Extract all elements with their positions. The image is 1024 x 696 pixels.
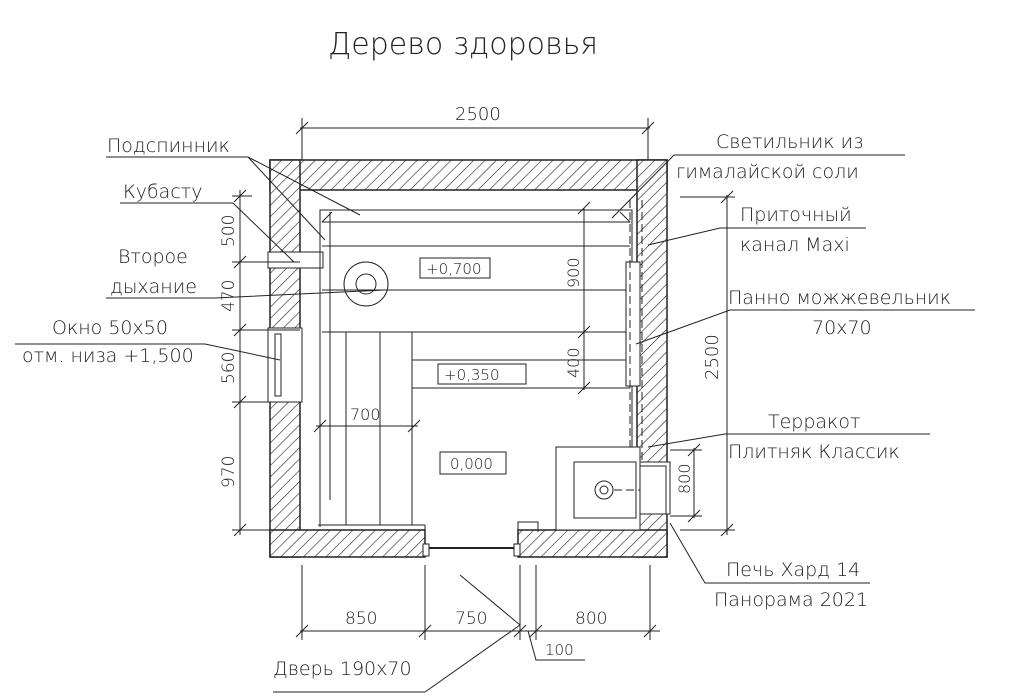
label-okno-2: отм. низа +1,500 bbox=[22, 345, 194, 367]
level-0350: +0,350 bbox=[444, 366, 500, 384]
callout-labels: Подспинник Кубасту Второе дыхание Окно 5… bbox=[22, 131, 951, 680]
second-breath-vent bbox=[343, 261, 389, 307]
label-vtoroe-dyhanie-2: дыхание bbox=[110, 276, 197, 298]
label-pech-2: Панорама 2021 bbox=[714, 589, 868, 611]
dim-stove: 800 bbox=[675, 463, 694, 494]
plan-title: Дерево здоровья bbox=[328, 27, 598, 62]
label-kubastu: Кубасту bbox=[123, 181, 202, 203]
label-podspinnik: Подспинник bbox=[107, 135, 230, 157]
level-marks: +0,700 +0,350 0,000 bbox=[419, 257, 527, 475]
label-terrakot-1: Терракот bbox=[768, 411, 860, 433]
dim-left-560: 560 bbox=[219, 352, 239, 384]
dim-bottom-750: 750 bbox=[455, 609, 487, 629]
label-panno-1: Панно можжевельник bbox=[728, 287, 951, 309]
dim-bottom-100: 100 bbox=[545, 641, 574, 659]
label-pritok-1: Приточный bbox=[740, 204, 852, 226]
label-svetilnik-1: Светильник из bbox=[716, 131, 863, 153]
label-pech-1: Печь Хард 14 bbox=[726, 559, 860, 581]
level-0700: +0,700 bbox=[426, 260, 482, 278]
dim-top: 2500 bbox=[455, 104, 501, 125]
dim-left-970: 970 bbox=[219, 456, 239, 488]
label-dver: Дверь 190х70 bbox=[273, 658, 412, 680]
label-vtoroe-dyhanie-1: Второе bbox=[118, 246, 188, 268]
callout-leaders bbox=[15, 154, 975, 693]
dim-bottom-850: 850 bbox=[345, 609, 377, 629]
label-terrakot-2: Плитняк Классик bbox=[728, 441, 900, 463]
label-okno-1: Окно 50х50 bbox=[52, 317, 168, 339]
dim-upper-400: 400 bbox=[564, 347, 583, 378]
level-0000: 0,000 bbox=[450, 455, 493, 473]
walls bbox=[267, 159, 671, 558]
dim-bench: 700 bbox=[350, 405, 381, 424]
dim-left-470: 470 bbox=[219, 280, 239, 312]
label-pritok-2: канал Maxi bbox=[740, 234, 850, 256]
interior bbox=[318, 200, 643, 532]
dim-right: 2500 bbox=[702, 334, 723, 380]
stove bbox=[555, 446, 667, 531]
dim-left-500: 500 bbox=[219, 215, 239, 247]
dimension-lines: 2500 2500 800 500 470 560 970 bbox=[219, 104, 735, 661]
label-svetilnik-2: гималайской соли bbox=[676, 161, 859, 183]
dim-upper-900: 900 bbox=[564, 257, 583, 288]
dim-bottom-800: 800 bbox=[575, 609, 607, 629]
label-panno-2: 70х70 bbox=[812, 317, 872, 339]
